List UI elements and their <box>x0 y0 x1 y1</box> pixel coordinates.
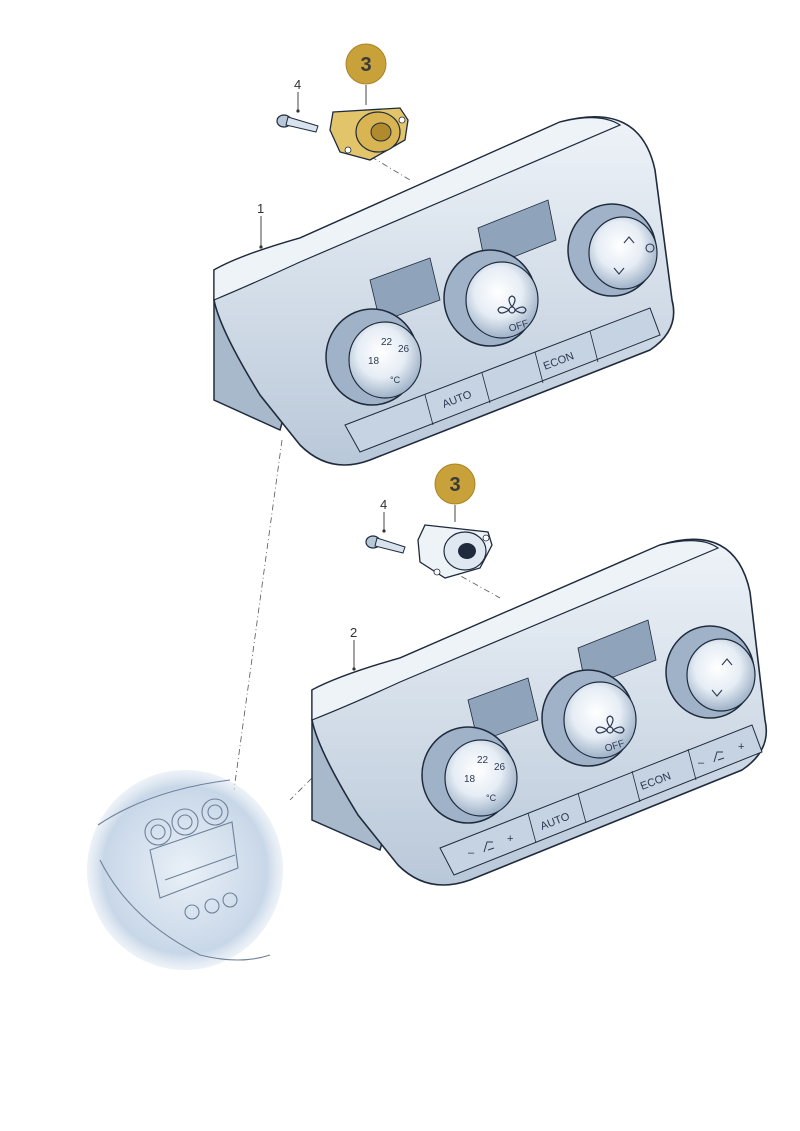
fan-icon <box>595 715 625 734</box>
callout-dots <box>259 109 386 671</box>
callout-1: 1 <box>257 201 264 216</box>
temperature-dial-1: 18 22 26 °C <box>325 308 422 406</box>
air-distribution-dial-1 <box>567 203 658 297</box>
vehicle-location-inset <box>87 770 283 970</box>
fan-icon <box>497 295 527 314</box>
svg-text:18: 18 <box>368 356 380 367</box>
minus-label-right: – <box>698 757 705 769</box>
fan-dial-1: OFF <box>443 249 539 347</box>
callout-lines <box>260 85 456 668</box>
callout-2: 2 <box>350 625 357 640</box>
svg-text:26: 26 <box>494 762 506 773</box>
plus-label-left: + <box>507 833 513 845</box>
fan-dial-2: OFF <box>541 669 637 767</box>
svg-text:°C: °C <box>390 375 401 385</box>
svg-text:26: 26 <box>398 344 410 355</box>
seat-heat-icon-right <box>713 751 725 763</box>
climate-panel-2: – + AUTO ECON – + 18 22 26 °C <box>311 538 767 886</box>
svg-text:3: 3 <box>449 474 460 496</box>
svg-text:3: 3 <box>360 54 371 76</box>
temperature-dial-2: 18 22 26 °C <box>421 726 518 824</box>
switch-part-3-top <box>329 107 409 161</box>
svg-text:22: 22 <box>477 755 489 766</box>
callout-4-top: 4 <box>294 77 301 92</box>
switch-part-3-bottom <box>417 524 493 579</box>
svg-text:22: 22 <box>381 337 393 348</box>
screw-part-4-bottom <box>365 535 406 554</box>
svg-text:18: 18 <box>464 774 476 785</box>
seat-heat-icon-left <box>483 841 495 853</box>
climate-panel-1: AUTO ECON 18 22 26 °C OFF <box>213 115 675 466</box>
minus-label-left: – <box>468 847 475 859</box>
svg-text:°C: °C <box>486 793 497 803</box>
plus-label-right: + <box>738 741 744 753</box>
screw-part-4-top <box>276 114 319 133</box>
badge-3-bottom: 3 <box>434 463 476 505</box>
callout-4-bottom: 4 <box>380 497 387 512</box>
air-distribution-dial-2 <box>665 625 756 719</box>
badge-3-top: 3 <box>345 43 387 85</box>
